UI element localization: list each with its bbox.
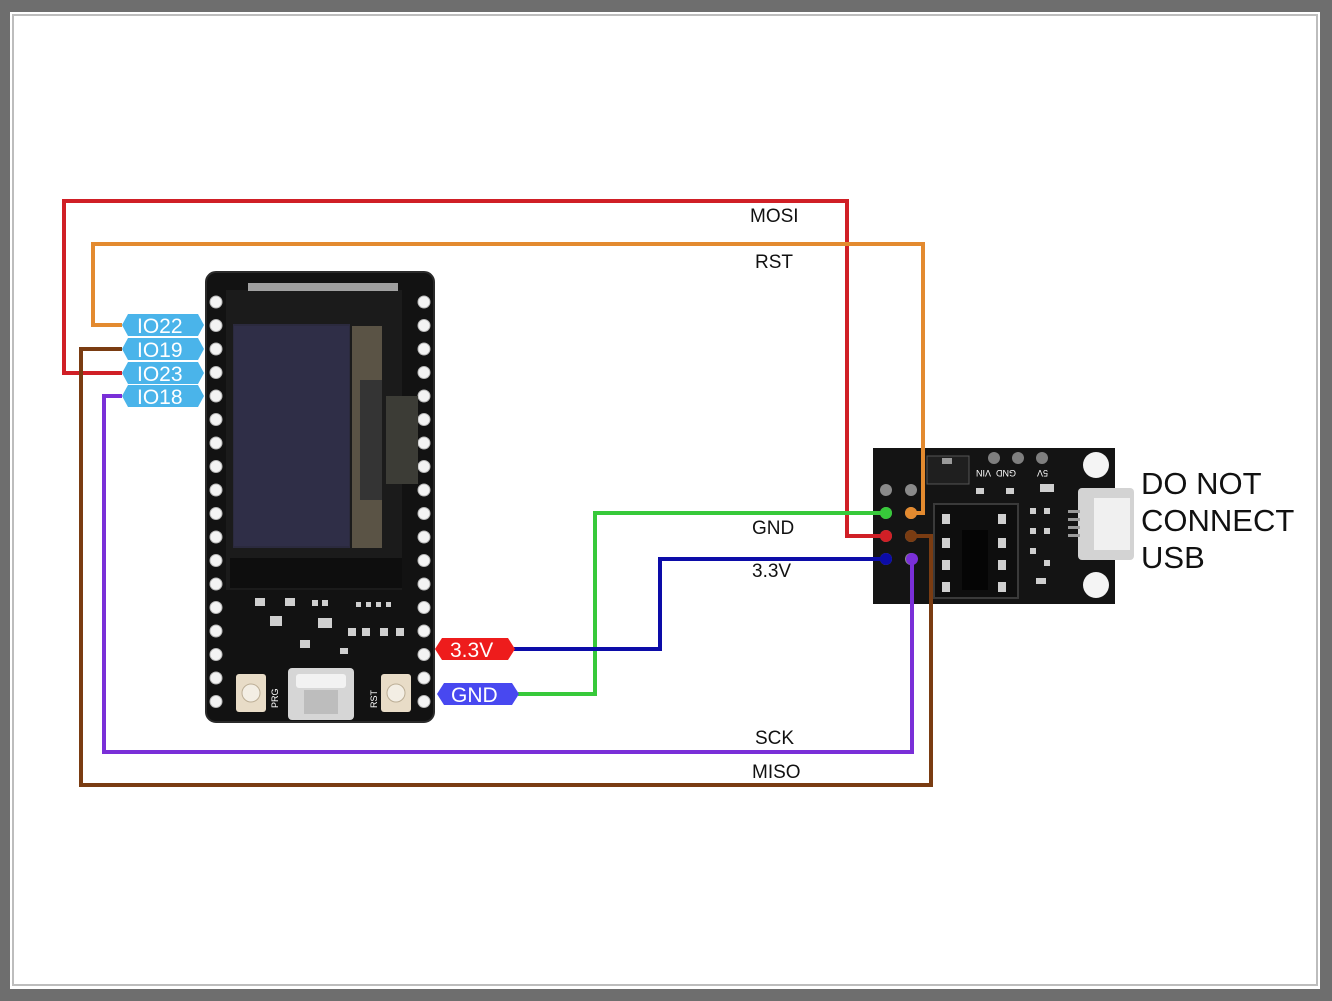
wire-sck	[102, 394, 914, 754]
wire-miso	[79, 347, 933, 787]
svg-text:GND: GND	[451, 684, 498, 707]
header-pin	[209, 295, 223, 309]
header-pin	[417, 436, 431, 450]
usb-warning: DO NOT CONNECT USB	[1141, 466, 1294, 575]
pin-tag-io19: IO19	[122, 338, 204, 362]
svg-text:IO18: IO18	[137, 386, 183, 409]
svg-text:IO23: IO23	[137, 363, 183, 386]
header-pin	[417, 413, 431, 426]
header-pin	[209, 319, 223, 332]
header-pin	[209, 366, 223, 379]
header-pin	[417, 601, 431, 614]
svg-text:IO22: IO22	[137, 315, 183, 338]
label-gnd: GND	[752, 518, 794, 539]
wire-gnd	[518, 511, 886, 696]
header-pin	[209, 577, 223, 591]
header-pin	[209, 601, 223, 614]
header-pin	[417, 554, 431, 567]
pad-gnd	[880, 507, 892, 519]
pin-tag-io23: IO23	[122, 362, 204, 386]
header-pin	[209, 554, 223, 567]
svg-text:IO19: IO19	[137, 339, 183, 362]
warning-line-1: DO NOT	[1141, 466, 1262, 501]
header-pin	[209, 460, 223, 473]
wire-rst	[91, 242, 925, 515]
rst-silk-label: RST	[369, 689, 379, 708]
header-pin	[209, 389, 223, 403]
pad-mosi	[880, 530, 892, 542]
inner-frame	[12, 14, 1318, 986]
header-pin	[209, 483, 223, 497]
header-pin	[209, 413, 223, 426]
pad-miso	[905, 530, 917, 542]
header-pins	[209, 295, 431, 708]
svg-text:3.3V: 3.3V	[450, 639, 493, 662]
label-miso: MISO	[752, 762, 801, 783]
header-pin	[417, 295, 431, 309]
header-pin	[417, 695, 431, 708]
header-pin	[417, 624, 431, 638]
header-pin	[209, 624, 223, 638]
wire-mosi	[62, 199, 886, 538]
header-pin	[417, 507, 431, 520]
header-pin	[417, 530, 431, 544]
pin-tag-io18: IO18	[122, 385, 204, 409]
wire-3v3	[514, 557, 886, 651]
silk-vin: VIN	[976, 468, 991, 478]
header-pin	[209, 342, 223, 356]
header-pin	[417, 577, 431, 591]
prg-silk-label: PRG	[270, 688, 280, 708]
mount-hole	[1083, 572, 1109, 598]
header-pin	[417, 483, 431, 497]
pin-tag-io22: IO22	[122, 314, 204, 338]
pin-tag-gnd: GND	[437, 683, 519, 707]
header-pin	[209, 507, 223, 520]
header-pin	[417, 648, 431, 661]
header-pin	[417, 671, 431, 685]
warning-line-2: CONNECT	[1141, 503, 1294, 538]
header-pin	[417, 366, 431, 379]
header-pin	[209, 695, 223, 708]
silk-5v: 5V	[1037, 468, 1048, 478]
pad-rst	[905, 507, 917, 519]
header-pin	[209, 671, 223, 685]
mount-hole	[1083, 452, 1109, 478]
header-pin	[209, 648, 223, 661]
header-pin	[209, 436, 223, 450]
label-rst: RST	[755, 252, 793, 273]
header-pin	[209, 530, 223, 544]
header-pin	[417, 319, 431, 332]
pad-sck	[906, 553, 918, 565]
pin-tag-3v3: 3.3V	[435, 638, 515, 662]
silk-gnd: GND	[996, 468, 1017, 478]
esp32-oled-board: PRG RST	[205, 271, 435, 723]
header-pin	[417, 342, 431, 356]
warning-line-3: USB	[1141, 540, 1205, 575]
label-3v3: 3.3V	[752, 561, 791, 582]
pad-3v3	[880, 553, 892, 565]
header-pin	[417, 460, 431, 473]
label-sck: SCK	[755, 728, 794, 749]
label-mosi: MOSI	[750, 206, 799, 227]
header-pin	[417, 389, 431, 403]
